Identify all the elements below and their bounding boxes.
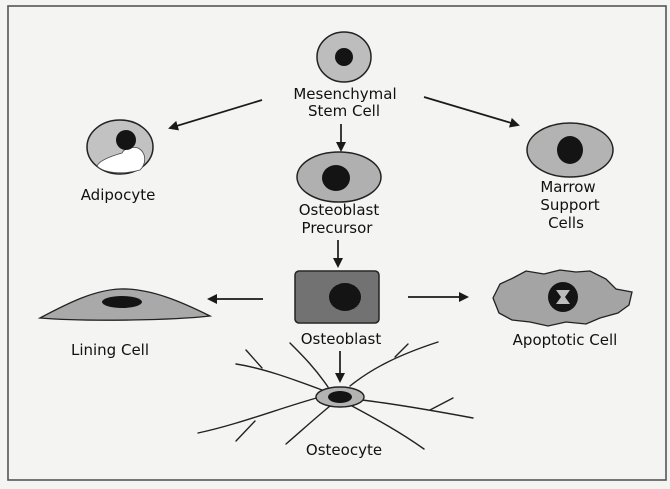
marrow-label-line3: Cells — [548, 214, 584, 232]
lining-cell-label: Lining Cell — [71, 341, 149, 359]
osteoblast-label: Osteoblast — [301, 330, 382, 348]
lining-cell-icon — [40, 289, 210, 320]
osteocyte-label: Osteocyte — [306, 441, 382, 459]
osteoblast-precursor-icon — [297, 152, 381, 202]
precursor-label-line2: Precursor — [302, 219, 374, 237]
marrow-label-line1: Marrow — [540, 178, 595, 196]
adipocyte-label: Adipocyte — [81, 186, 156, 204]
mesenchymal-stem-cell-icon — [317, 32, 371, 82]
osteocyte-icon — [198, 342, 473, 449]
arrow-stem-to-marrow — [424, 97, 518, 125]
mesenchymal-label-line1: Mesenchymal — [293, 85, 396, 103]
mesenchymal-label-line2: Stem Cell — [308, 102, 380, 120]
adipocyte-icon — [87, 120, 153, 174]
osteoblast-icon — [295, 271, 379, 323]
precursor-label-line1: Osteoblast — [299, 201, 380, 219]
marrow-support-cell-icon — [527, 123, 613, 177]
apoptotic-cell-icon — [493, 270, 632, 326]
apoptotic-cell-label: Apoptotic Cell — [513, 331, 618, 349]
arrow-stem-to-adipocyte — [170, 100, 262, 128]
marrow-label-line2: Support — [540, 196, 599, 214]
